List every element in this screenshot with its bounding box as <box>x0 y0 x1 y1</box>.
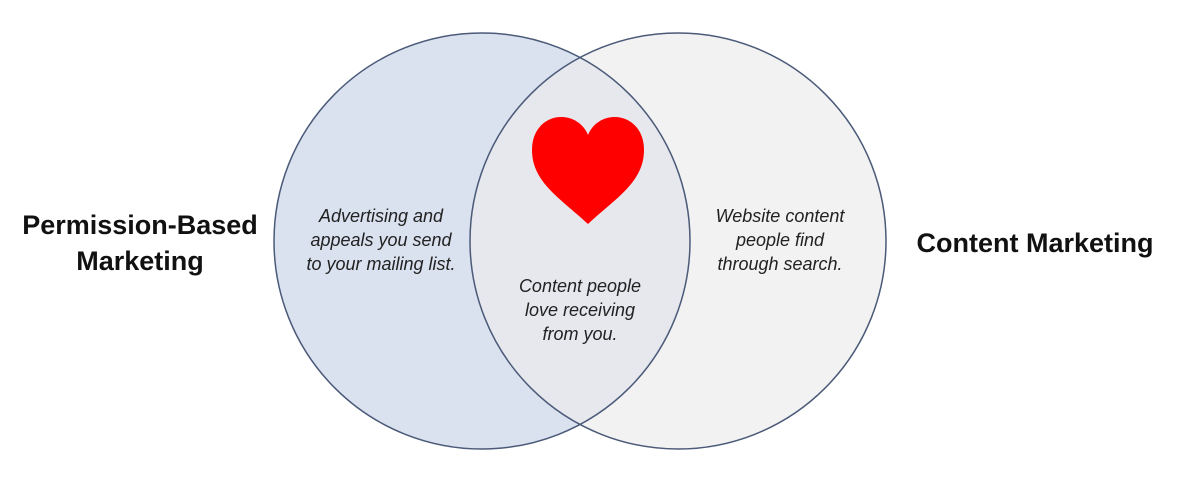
left-set-description: Advertising and appeals you send to your… <box>286 204 476 276</box>
intersection-description-line: Content people <box>518 276 642 296</box>
left-set-label-line: Permission-Based <box>22 210 258 240</box>
left-set-description-line: appeals you send <box>310 230 452 250</box>
intersection-description: Content people love receiving from you. <box>490 274 670 346</box>
right-set-outline <box>469 32 887 450</box>
right-set-label-line: Content Marketing <box>916 228 1154 258</box>
left-set-description-line: Advertising and <box>318 206 444 226</box>
right-set-description: Website content people find through sear… <box>690 204 870 276</box>
left-set-outline <box>273 32 691 450</box>
left-set-label: Permission-Based Marketing <box>10 207 270 279</box>
right-set-description-line: Website content <box>715 206 845 226</box>
right-set-description-line: through search. <box>717 254 843 274</box>
right-set-description-line: people find <box>735 230 825 250</box>
right-set-label: Content Marketing <box>905 225 1165 261</box>
left-set-label-line: Marketing <box>76 246 204 276</box>
heart-icon <box>532 117 644 224</box>
intersection-description-line: love receiving <box>524 300 636 320</box>
left-set-description-line: to your mailing list. <box>306 254 456 274</box>
intersection-description-line: from you. <box>542 324 618 344</box>
